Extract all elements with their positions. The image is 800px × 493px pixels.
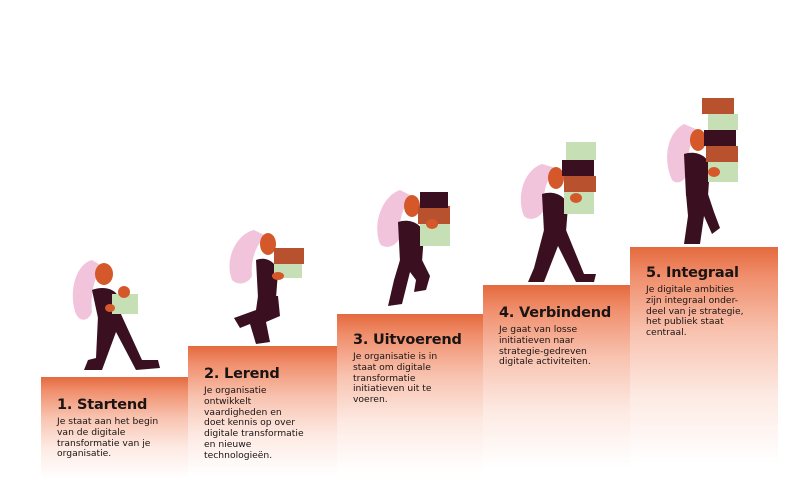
figure-person-5-boxes [664,96,754,248]
step-title: 4. Verbindend [499,305,612,321]
person-carrying-boxes-icon [377,190,450,306]
person-carrying-boxes-icon [667,98,738,244]
step-description: Je organisatie ontwikkelt vaardigheden e… [204,385,304,461]
step-2-lerend: 2. Lerend Je organisatie ontwikkelt vaar… [188,346,338,493]
step-title: 2. Lerend [204,366,280,382]
figure-person-2-boxes [218,224,318,348]
figure-person-3-boxes [370,184,466,314]
step-5-integraal: 5. Integraal Je digitale ambities zijn i… [630,247,778,493]
figure-person-1-box [62,252,172,378]
person-carrying-boxes-icon [72,260,160,370]
step-description: Je organisatie is in staat om digitale t… [353,351,438,406]
step-title: 1. Startend [57,397,148,413]
person-carrying-boxes-icon [520,142,596,282]
step-description: Je staat aan het begin van de digitale t… [57,416,159,460]
person-carrying-boxes-icon [229,230,304,344]
step-description: Je digitale ambities zijn integraal onde… [646,284,744,339]
step-1-startend: 1. Startend Je staat aan het begin van d… [41,377,189,493]
figure-person-4-boxes [514,136,610,286]
step-title: 5. Integraal [646,265,739,281]
step-4-verbindend: 4. Verbindend Je gaat van losse initiati… [483,285,631,493]
step-title: 3. Uitvoerend [353,332,462,348]
step-3-uitvoerend: 3. Uitvoerend Je organisatie is in staat… [337,314,484,493]
step-description: Je gaat van losse initiatieven naar stra… [499,324,591,368]
